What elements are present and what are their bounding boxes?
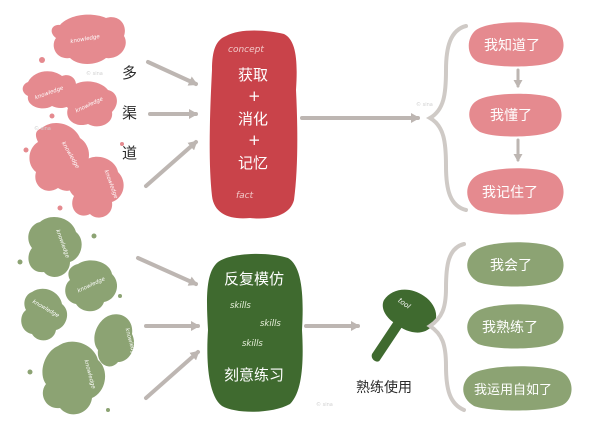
green-blob-2: knowledge xyxy=(65,260,118,312)
watermark-2: © sina xyxy=(416,101,433,108)
watermark-1: © sina xyxy=(86,70,103,77)
acquire-line-5: 记忆 xyxy=(238,154,268,172)
green-knowledge-blobs: knowledge knowledge knowledge knowledge … xyxy=(17,217,137,415)
outcome-proficient: 我熟练了 xyxy=(467,304,564,349)
outcome-understand: 我懂了 xyxy=(469,93,562,137)
outcome-mastery: 我运用自如了 xyxy=(463,366,572,411)
watermark-4: © sina xyxy=(316,401,333,408)
bottom-input-arrows xyxy=(136,256,200,400)
practice-line-1: 反复模仿 xyxy=(224,270,284,288)
acquire-line-1: 获取 xyxy=(238,66,268,84)
tool-hammer-icon: tool xyxy=(371,289,437,362)
skills-note-2: skills xyxy=(260,319,281,329)
bottom-brace xyxy=(426,242,466,412)
green-blob-5: knowledge xyxy=(42,341,106,415)
practice-line-2: 刻意练习 xyxy=(224,366,284,384)
practice-box: 反复模仿 skills skills skills 刻意练习 xyxy=(207,253,303,412)
acquire-line-2: + xyxy=(248,87,261,105)
skills-note-3: skills xyxy=(242,339,263,349)
channel-char-1: 多 xyxy=(122,64,137,82)
fact-note: fact xyxy=(236,191,254,201)
green-blob-3: knowledge xyxy=(21,288,68,341)
outcome-proficient-label: 我熟练了 xyxy=(482,320,538,336)
watermark-3: © sina xyxy=(34,125,51,132)
acquire-line-3: 消化 xyxy=(238,110,268,128)
concept-note: concept xyxy=(228,45,264,55)
outcome-can-do-label: 我会了 xyxy=(490,258,532,274)
top-input-arrows xyxy=(144,60,198,188)
pink-blob-4: knowledge xyxy=(29,123,90,191)
outcome-remember: 我记住了 xyxy=(467,168,564,215)
top-brace xyxy=(425,24,468,212)
pink-blob-1: knowledge xyxy=(51,14,126,64)
tool-caption: 熟练使用 xyxy=(356,379,412,396)
channel-label: 多 渠 道 xyxy=(122,64,137,162)
pink-blob-2: knowledge xyxy=(22,71,77,109)
green-blob-1: knowledge xyxy=(28,217,82,277)
outcome-understand-label: 我懂了 xyxy=(490,108,532,124)
skills-note-1: skills xyxy=(230,301,251,311)
outcome-can-do: 我会了 xyxy=(467,242,564,287)
pink-blob-3: knowledge xyxy=(62,81,117,127)
pink-knowledge-blobs: knowledge knowledge knowledge knowledge … xyxy=(22,14,126,218)
bottom-outcomes: 我会了 我熟练了 我运用自如了 xyxy=(463,242,572,411)
acquire-box: concept 获取 + 消化 + 记忆 fact xyxy=(209,30,298,219)
channel-char-2: 渠 xyxy=(122,104,137,122)
outcome-mastery-label: 我运用自如了 xyxy=(474,382,552,398)
outcome-know-label: 我知道了 xyxy=(484,37,540,54)
pink-blob-5: knowledge xyxy=(68,156,124,218)
outcome-know: 我知道了 xyxy=(468,22,564,67)
channel-char-3: 道 xyxy=(122,144,137,162)
acquire-line-4: + xyxy=(248,131,261,149)
top-outcomes: 我知道了 我懂了 我记住了 xyxy=(467,22,564,215)
green-blob-4: knowledge xyxy=(94,314,137,367)
pink-blob-1-label: knowledge xyxy=(70,34,101,45)
outcome-remember-label: 我记住了 xyxy=(482,185,538,201)
